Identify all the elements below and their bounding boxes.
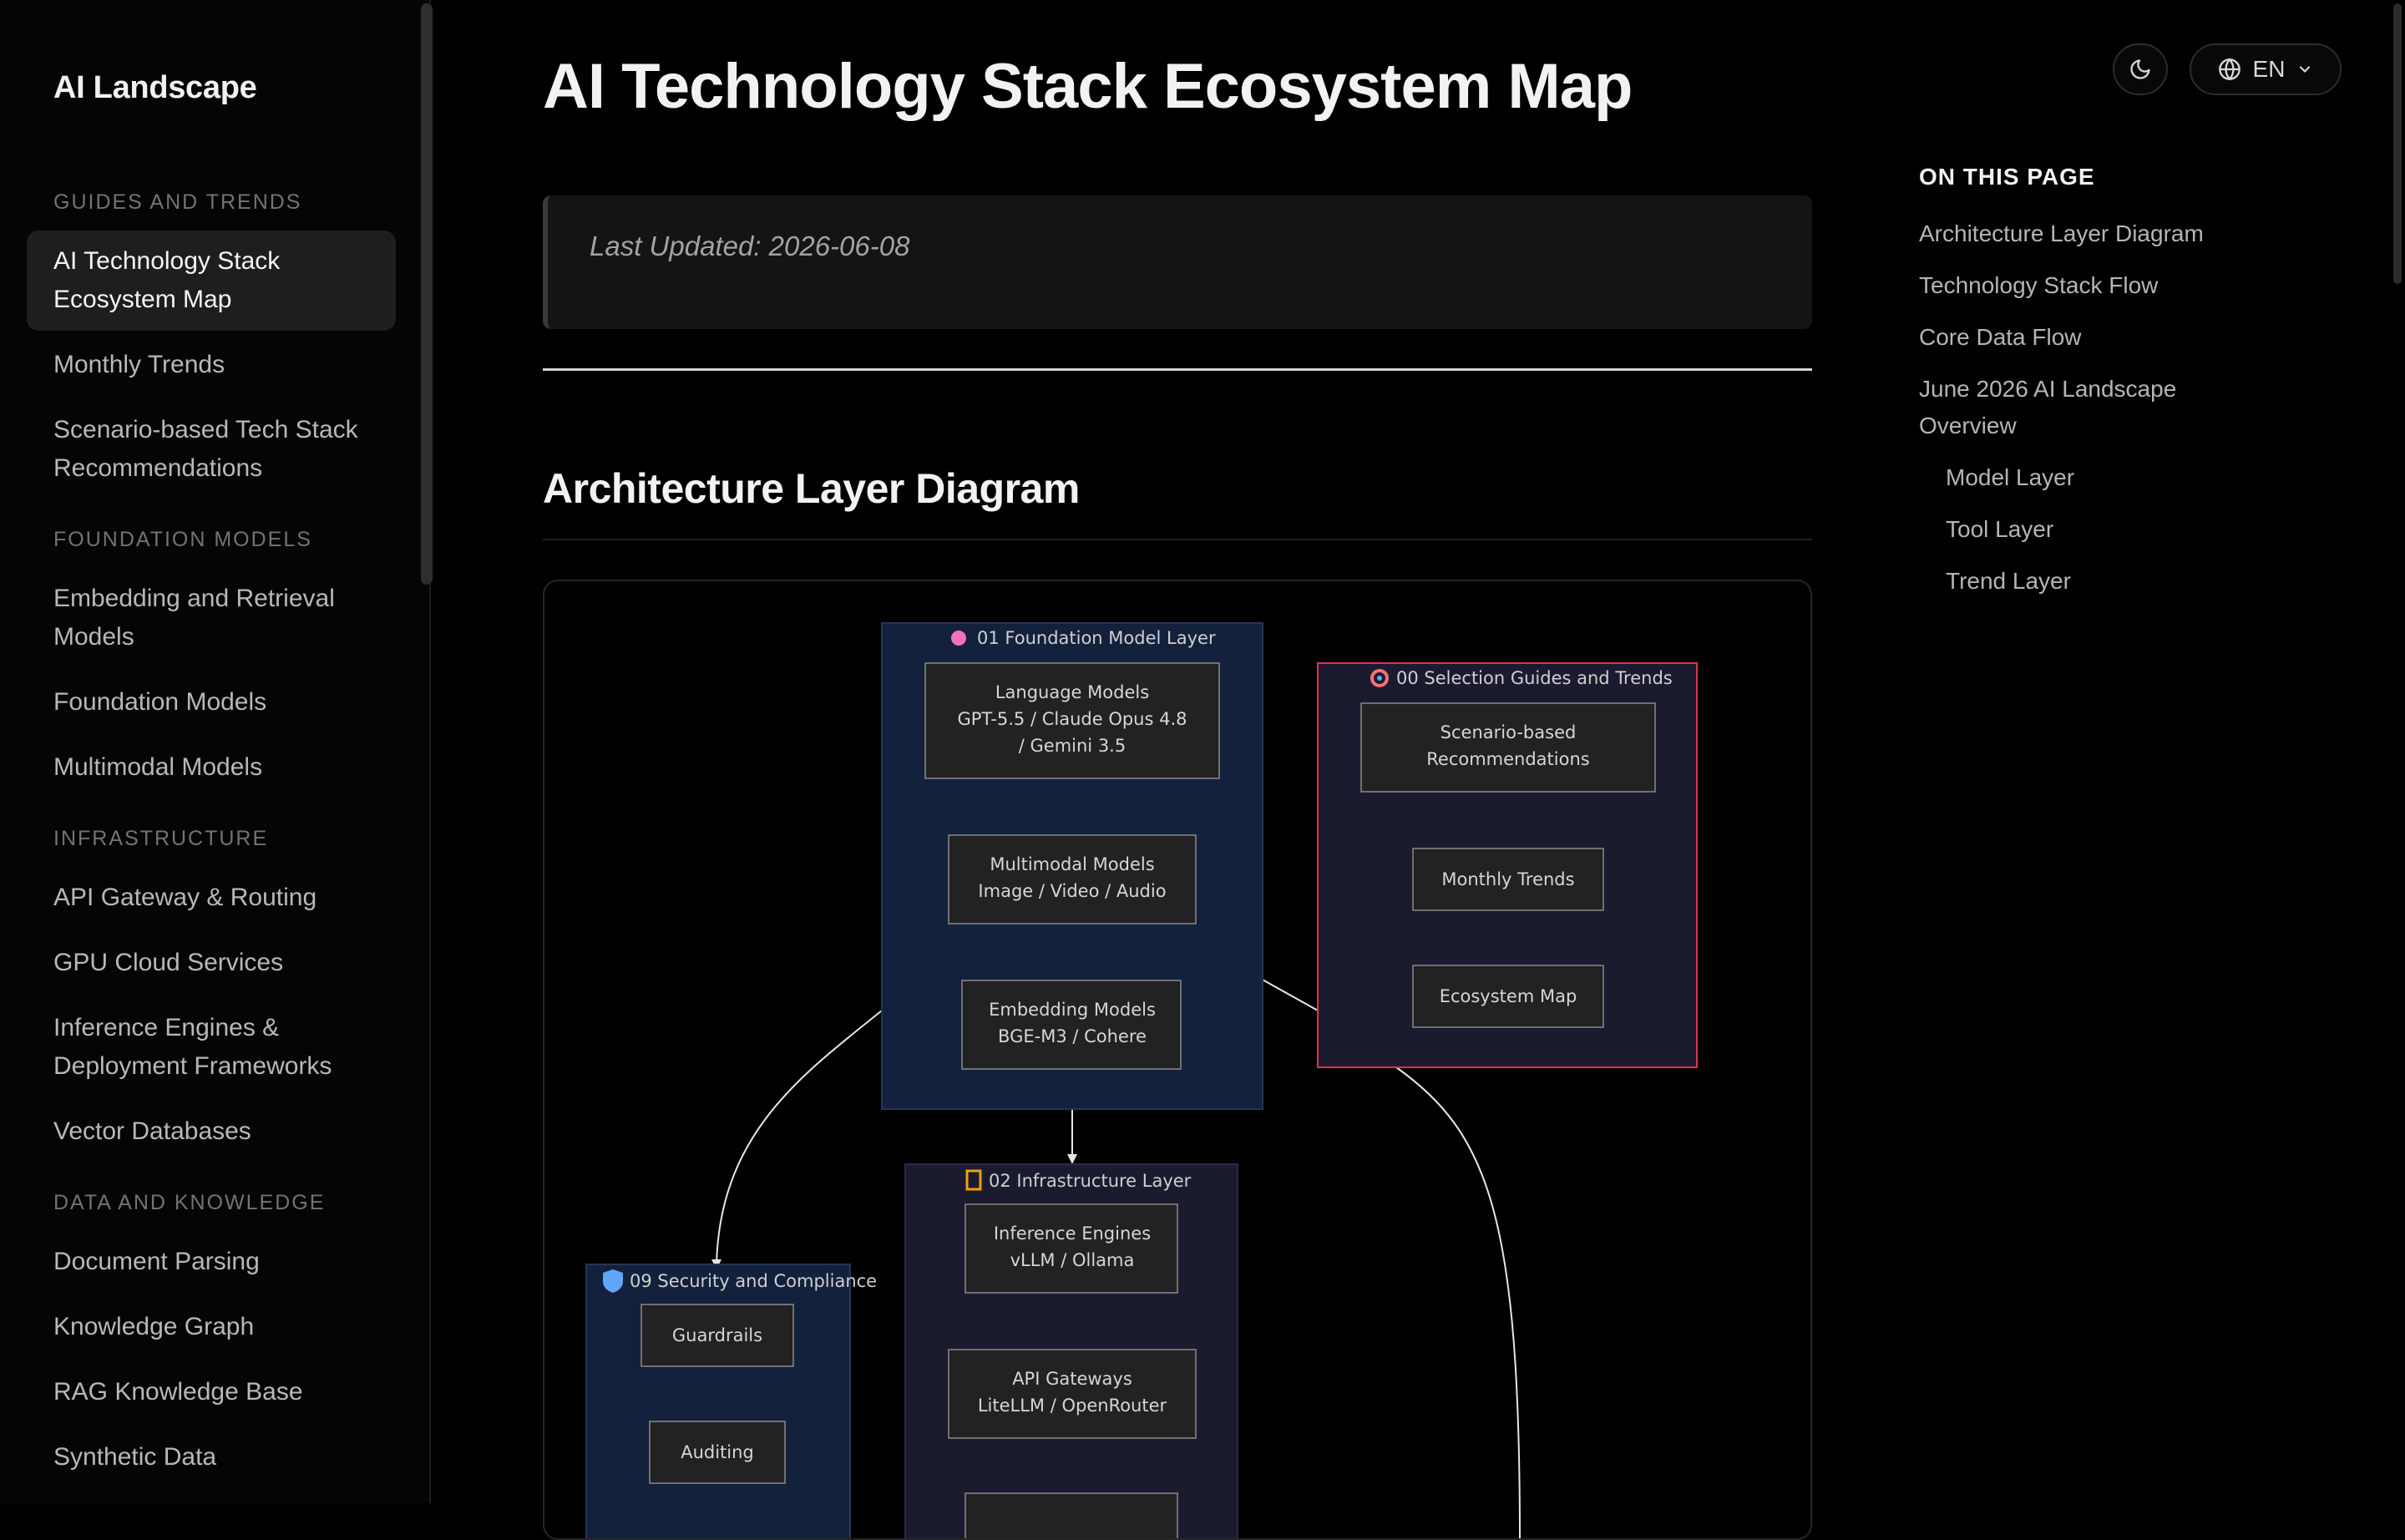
language-models-title: Language Models <box>995 682 1149 702</box>
edge-foundation-selection <box>1260 978 1319 1011</box>
auditing-box <box>649 1421 786 1484</box>
sidebar-scrollbar[interactable] <box>421 3 433 585</box>
last-updated-note: Last Updated: 2026-06-08 <box>543 195 1812 329</box>
api-gateways-title: API Gateways <box>1012 1369 1132 1389</box>
nav-heading: DATA AND KNOWLEDGE <box>53 1191 326 1214</box>
embedding-models-box <box>961 980 1182 1070</box>
language-selector[interactable]: EN <box>2190 43 2342 95</box>
sidebar-item-monthly-trends[interactable]: Monthly Trends <box>53 351 225 378</box>
multimodal-models-title: Multimodal Models <box>990 854 1154 874</box>
api-gateways-list: LiteLLM / OpenRouter <box>978 1396 1167 1416</box>
chevron-down-icon <box>2300 66 2311 73</box>
theme-toggle-button[interactable] <box>2113 43 2168 95</box>
monthly-trends-text: Monthly Trends <box>1441 869 1574 889</box>
toc-item-stack-flow[interactable]: Technology Stack Flow <box>1919 272 2159 298</box>
toc-subitem-tool-layer[interactable]: Tool Layer <box>1946 516 2054 542</box>
guardrails-text: Guardrails <box>672 1325 762 1345</box>
sidebar-item-scenario-recommendations[interactable]: Scenario-based Tech Stack Recommendation… <box>53 416 358 482</box>
monthly-trends-box <box>1412 848 1604 911</box>
sidebar-item-inference-engines[interactable]: Inference Engines & Deployment Framework… <box>53 1014 332 1080</box>
foundation-layer-label: 01 Foundation Model Layer <box>977 628 1216 648</box>
page-title: AI Technology Stack Ecosystem Map <box>543 51 1633 122</box>
language-models-list-2: / Gemini 3.5 <box>1019 736 1126 756</box>
ecosystem-map-text: Ecosystem Map <box>1440 986 1577 1006</box>
sidebar-item-knowledge-graph[interactable]: Knowledge Graph <box>53 1313 255 1340</box>
nav-group-infrastructure: INFRASTRUCTURE API Gateway & Routing GPU… <box>27 822 396 1163</box>
target-icon-center <box>1377 676 1382 681</box>
api-gateways-box <box>948 1349 1197 1439</box>
scenario-recommendations-box <box>1360 702 1656 793</box>
embedding-models-list: BGE-M3 / Cohere <box>998 1026 1147 1046</box>
multimodal-models-list: Image / Video / Audio <box>978 881 1166 901</box>
ecosystem-map-box <box>1412 965 1604 1028</box>
toc-subitem-model-layer[interactable]: Model Layer <box>1946 464 2075 490</box>
nav-heading: INFRASTRUCTURE <box>53 827 269 850</box>
section-title-architecture: Architecture Layer Diagram <box>543 465 1080 512</box>
language-models-list: GPT-5.5 / Claude Opus 4.8 <box>957 709 1187 729</box>
table-of-contents: ON THIS PAGE Architecture Layer Diagram … <box>1919 164 2270 615</box>
toc-item-data-flow[interactable]: Core Data Flow <box>1919 324 2082 350</box>
edge-foundation-security <box>716 1010 883 1265</box>
target-icon <box>1370 669 1389 687</box>
scenario-title: Scenario-based <box>1440 722 1577 742</box>
embedding-models-title: Embedding Models <box>989 1000 1156 1020</box>
scenario-title-2: Recommendations <box>1426 749 1589 769</box>
sidebar-item-foundation-models[interactable]: Foundation Models <box>53 688 267 716</box>
edge-selection-down <box>1395 1066 1521 1538</box>
moon-icon <box>2130 59 2150 79</box>
nav-group-guides: GUIDES AND TRENDS AI Technology Stack Ec… <box>27 185 396 499</box>
infra-next-box <box>965 1492 1178 1538</box>
sidebar-item-multimodal-models[interactable]: Multimodal Models <box>53 753 263 781</box>
sidebar-nav: GUIDES AND TRENDS AI Technology Stack Ec… <box>27 185 396 1492</box>
sidebar-item-embedding-models[interactable]: Embedding and Retrieval Models <box>53 585 335 651</box>
auditing-text: Auditing <box>681 1442 754 1462</box>
sidebar-item-vector-databases[interactable]: Vector Databases <box>53 1117 251 1145</box>
last-updated-text: Last Updated: 2026-06-08 <box>590 230 910 261</box>
divider <box>543 368 1812 371</box>
diagram-svg: 01 Foundation Model Layer Language Model… <box>585 622 1698 1538</box>
language-label: EN <box>2252 56 2286 82</box>
inference-engines-box <box>965 1203 1178 1294</box>
sidebar-item-ecosystem-map[interactable]: AI Technology Stack Ecosystem Map <box>27 230 396 331</box>
toc-heading: ON THIS PAGE <box>1919 164 2095 190</box>
inference-engines-title: Inference Engines <box>994 1223 1151 1244</box>
sidebar-item-api-gateway[interactable]: API Gateway & Routing <box>53 884 317 911</box>
sidebar-item-gpu-cloud[interactable]: GPU Cloud Services <box>53 949 284 976</box>
guardrails-box <box>640 1304 794 1367</box>
language-models-box <box>924 662 1220 779</box>
selection-layer-label: 00 Selection Guides and Trends <box>1396 668 1673 688</box>
infrastructure-layer-label: 02 Infrastructure Layer <box>989 1171 1192 1191</box>
edge-arrow <box>1067 1154 1077 1164</box>
brand-title[interactable]: AI Landscape <box>53 70 257 105</box>
sidebar-item-document-parsing[interactable]: Document Parsing <box>53 1248 260 1275</box>
shield-icon <box>603 1269 623 1293</box>
nav-group-foundation: FOUNDATION MODELS Embedding and Retrieva… <box>27 523 396 798</box>
multimodal-models-box <box>948 834 1197 925</box>
toc-item-architecture[interactable]: Architecture Layer Diagram <box>1919 220 2204 246</box>
sidebar-item-synthetic-data[interactable]: Synthetic Data <box>53 1443 217 1471</box>
toc-item-landscape-overview[interactable]: June 2026 AI Landscape Overview <box>1919 376 2177 438</box>
building-icon <box>965 1169 982 1191</box>
section-divider <box>543 539 1812 540</box>
brain-icon <box>951 631 966 646</box>
security-layer-label: 09 Security and Compliance <box>630 1271 877 1291</box>
nav-heading: FOUNDATION MODELS <box>53 528 312 551</box>
sidebar-item-rag-knowledge-base[interactable]: RAG Knowledge Base <box>53 1378 303 1406</box>
nav-group-data: DATA AND KNOWLEDGE Document Parsing Know… <box>27 1186 396 1488</box>
toc-subitem-trend-layer[interactable]: Trend Layer <box>1946 568 2071 594</box>
sidebar: AI Landscape GUIDES AND TRENDS AI Techno… <box>0 0 433 1503</box>
architecture-diagram: 01 Foundation Model Layer Language Model… <box>543 580 1812 1540</box>
nav-heading: GUIDES AND TRENDS <box>53 190 302 214</box>
page-scrollbar[interactable] <box>2393 3 2402 284</box>
globe-icon <box>2218 58 2240 81</box>
inference-engines-list: vLLM / Ollama <box>1010 1250 1135 1270</box>
